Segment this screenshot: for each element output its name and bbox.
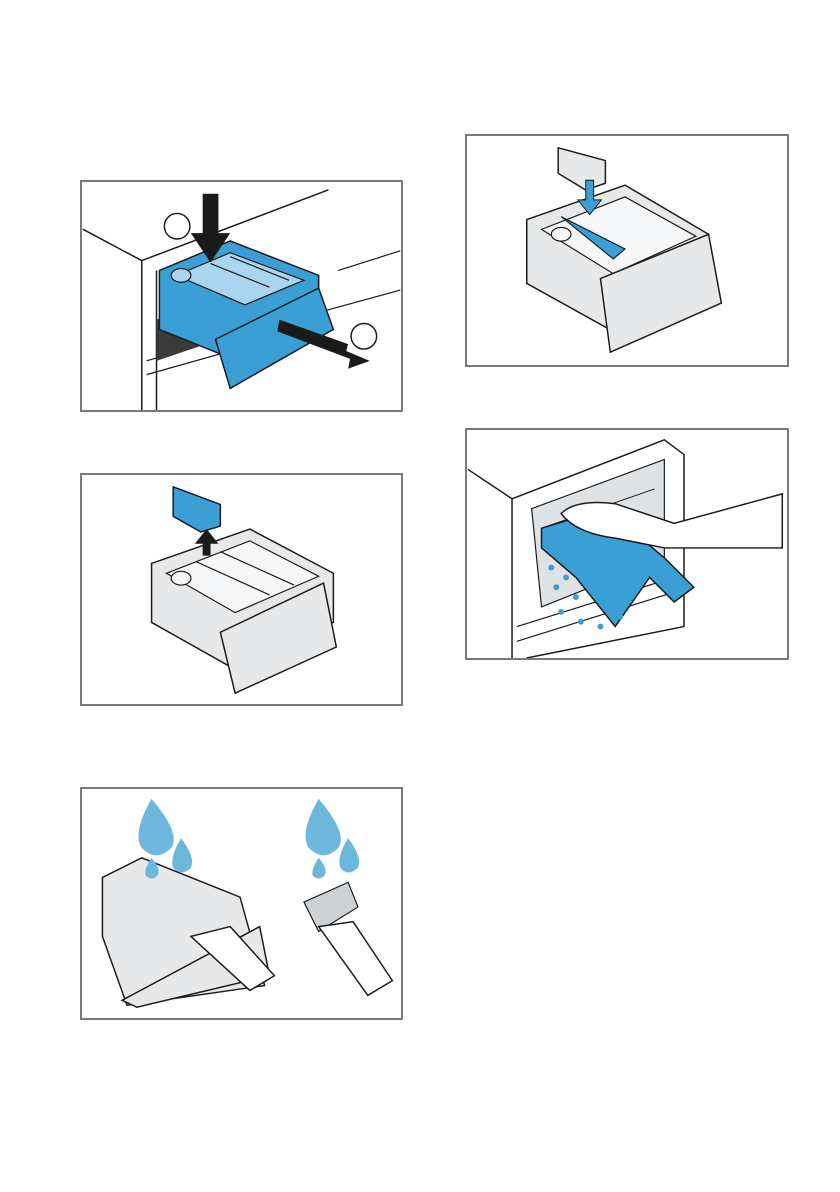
illustration-wipe-housing <box>465 428 789 660</box>
refit-insert-drawing <box>467 136 787 365</box>
rinse-brush-drawing <box>82 789 401 1018</box>
illustration-lift-insert <box>80 473 403 706</box>
remove-dispenser-drawing <box>82 182 401 410</box>
wipe-housing-drawing <box>467 430 787 658</box>
lift-insert-drawing <box>82 475 401 704</box>
illustration-remove-dispenser <box>80 180 403 412</box>
illustration-rinse-brush <box>80 787 403 1020</box>
illustration-refit-insert <box>465 134 789 367</box>
